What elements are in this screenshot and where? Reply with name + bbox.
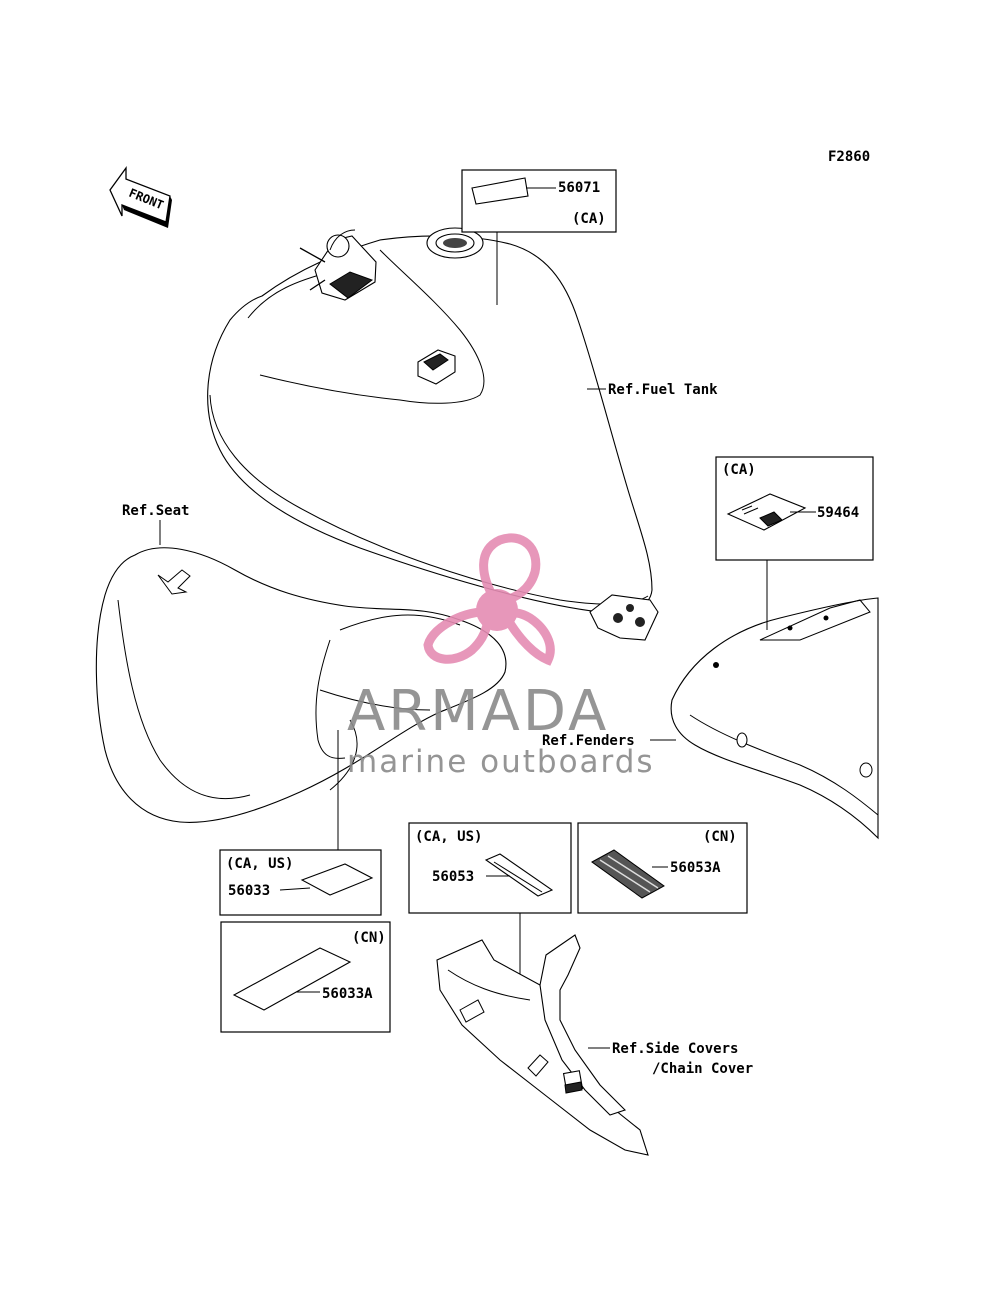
region-56071: (CA) (572, 211, 606, 227)
propeller-logo-icon (423, 533, 555, 666)
region-59464: (CA) (722, 462, 756, 478)
region-56033: (CA, US) (226, 856, 293, 872)
part-number-56033: 56033 (228, 883, 270, 899)
figure-code: F2860 (828, 149, 870, 165)
armada-watermark: ARMADA marine outboards (347, 533, 655, 780)
seat-illustration (95, 547, 507, 823)
callout-box-56053 (408, 822, 572, 914)
side-cover-illustration (436, 934, 649, 1156)
ref-side-covers-line2: /Chain Cover (652, 1061, 753, 1077)
region-56033A: (CN) (352, 930, 386, 946)
watermark-title: ARMADA (347, 679, 609, 744)
front-label: FRONT (127, 186, 166, 213)
region-56053: (CA, US) (415, 829, 482, 845)
part-number-59464: 59464 (817, 505, 859, 521)
ref-fenders: Ref.Fenders (542, 733, 635, 749)
region-56053A: (CN) (703, 829, 737, 845)
ref-fuel-tank: Ref.Fuel Tank (608, 382, 718, 398)
fuel-tank-illustration (207, 227, 659, 641)
part-number-56053: 56053 (432, 869, 474, 885)
part-number-56071: 56071 (558, 180, 600, 196)
watermark-subtitle: marine outboards (347, 744, 655, 780)
ref-side-covers-line1: Ref.Side Covers (612, 1041, 738, 1057)
front-arrow-icon: FRONT (109, 166, 172, 228)
fender-illustration (670, 597, 879, 840)
part-number-56033A: 56033A (322, 986, 373, 1002)
part-number-56053A: 56053A (670, 860, 721, 876)
ref-seat: Ref.Seat (122, 503, 189, 519)
